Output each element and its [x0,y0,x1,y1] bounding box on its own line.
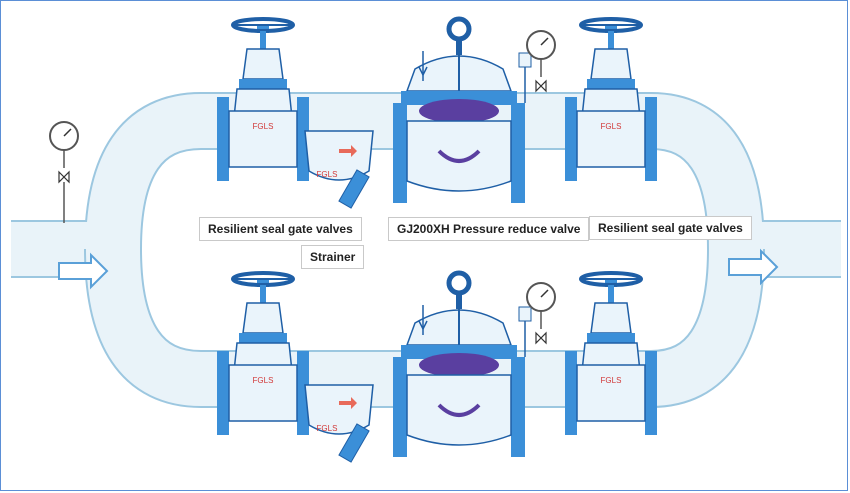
brand-mark: FGLS [601,122,622,131]
label-strainer: Strainer [301,245,365,269]
strainer-flow-arrow-icon [339,397,357,409]
bottom-strainer: FGLS [304,384,374,463]
strainer-flow-arrow-icon [339,145,357,157]
label-pressure-reduce-valve: GJ200XH Pressure reduce valve [388,217,590,241]
bottom-gate-valve-left: FGLS [215,271,311,437]
inlet-flow-arrow-icon [58,252,109,290]
label-gate-valves-right: Resilient seal gate valves [589,216,752,240]
inlet-pressure-gauge-icon [49,121,79,223]
top-strainer: FGLS [304,130,374,209]
label-gate-valves-left: Resilient seal gate valves [199,217,362,241]
brand-mark: FGLS [253,122,274,131]
outlet-flow-arrow-icon [728,248,779,286]
bottom-gate-valve-right: FGLS [563,271,659,437]
brand-mark: FGLS [317,170,338,179]
brand-mark: FGLS [317,424,338,433]
top-gate-valve-left: FGLS [215,17,311,183]
top-gate-valve-right: FGLS [563,17,659,183]
brand-mark: FGLS [601,376,622,385]
brand-mark: FGLS [253,376,274,385]
